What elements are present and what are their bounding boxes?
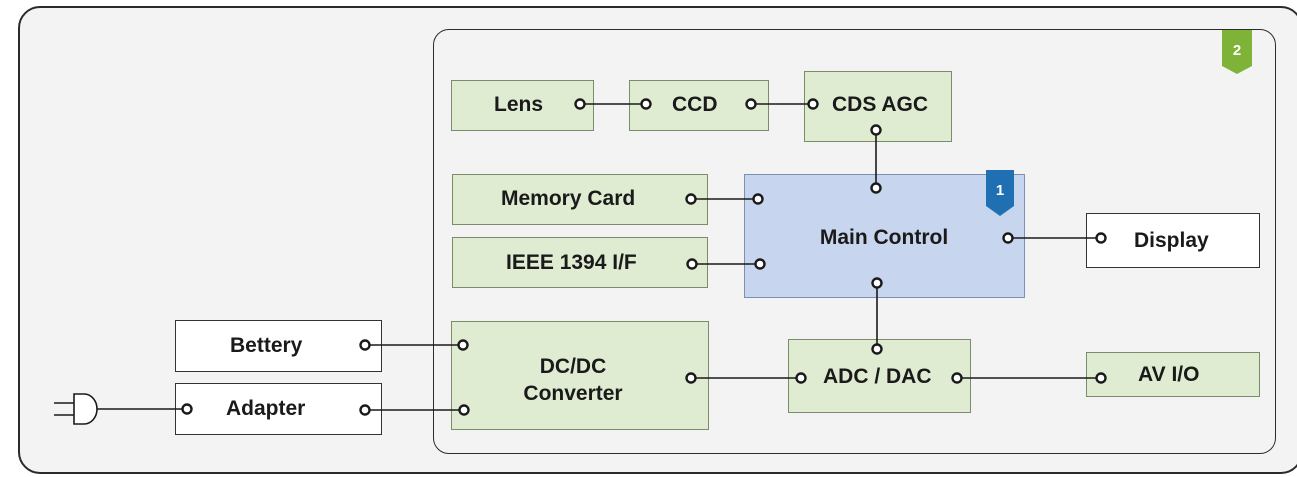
node-dcdc-adapter [458, 404, 470, 416]
main-control-label: Main Control [819, 226, 949, 249]
lens-label: Lens [494, 93, 544, 116]
node-cds-out [870, 124, 882, 136]
node-main-bottom [871, 277, 883, 289]
node-dcdc-battery [457, 339, 469, 351]
node-adapter-in [181, 403, 193, 415]
node-dcdc-out [685, 372, 697, 384]
node-adapter-out [359, 404, 371, 416]
node-adc-top [871, 343, 883, 355]
dcdc-converter-block [451, 321, 709, 430]
node-adc-in [795, 372, 807, 384]
node-main-ieee [754, 258, 766, 270]
display-block [1086, 213, 1260, 268]
badge-2: 2 [1222, 30, 1252, 74]
node-ccd-out [745, 98, 757, 110]
dcdc-label-line2: Converter [523, 382, 623, 405]
node-main-right [1002, 232, 1014, 244]
memory-card-block [452, 174, 708, 225]
node-ieee-out [686, 258, 698, 270]
power-plug-icon [54, 393, 98, 425]
main-control-block [744, 174, 1025, 298]
cds-agc-label: CDS AGC [832, 93, 929, 116]
display-label: Display [1134, 229, 1209, 252]
node-display-in [1095, 232, 1107, 244]
node-main-memory [752, 193, 764, 205]
adapter-block [175, 383, 382, 435]
adc-dac-label: ADC / DAC [823, 365, 932, 388]
battery-block [175, 320, 382, 372]
node-main-top [870, 182, 882, 194]
lens-block [451, 80, 594, 131]
node-cds-in [807, 98, 819, 110]
adapter-label: Adapter [226, 397, 306, 420]
node-memory-out [685, 193, 697, 205]
ieee-1394-block [452, 237, 708, 288]
ieee-1394-label: IEEE 1394 I/F [506, 251, 637, 274]
ccd-label: CCD [672, 93, 718, 116]
av-io-label: AV I/O [1138, 363, 1200, 386]
battery-label: Bettery [230, 334, 303, 357]
node-ccd-in [640, 98, 652, 110]
node-battery-out [359, 339, 371, 351]
dcdc-label-line1: DC/DC [539, 355, 607, 378]
node-avio-in [1095, 372, 1107, 384]
ccd-block [629, 80, 769, 131]
node-adc-out [951, 372, 963, 384]
node-lens-out [574, 98, 586, 110]
memory-card-label: Memory Card [501, 187, 636, 210]
av-io-block [1086, 352, 1260, 397]
badge-1: 1 [986, 170, 1014, 216]
